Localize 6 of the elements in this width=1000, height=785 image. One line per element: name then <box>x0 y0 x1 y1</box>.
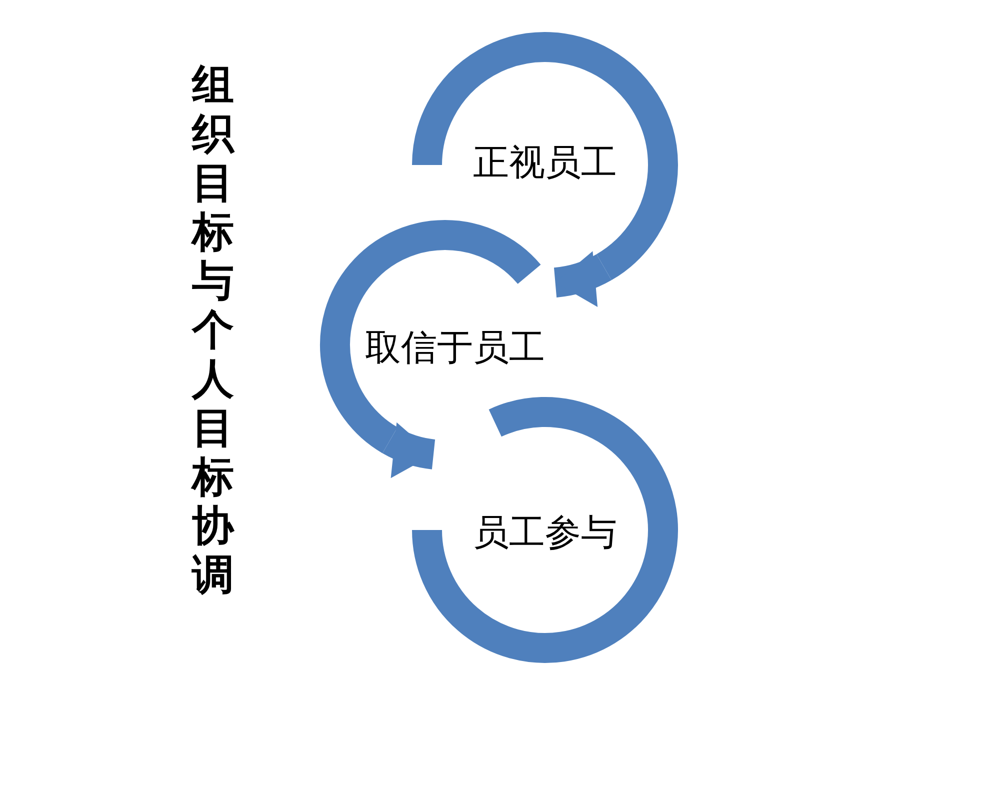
curved-arrow <box>553 249 611 305</box>
title: 组织目标与个人目标协调 <box>192 60 236 599</box>
ring-label: 员工参与 <box>473 512 617 556</box>
ring-label: 取信于员工 <box>365 326 545 370</box>
curved-arrow <box>383 420 436 476</box>
ring-label: 正视员工 <box>473 142 617 186</box>
